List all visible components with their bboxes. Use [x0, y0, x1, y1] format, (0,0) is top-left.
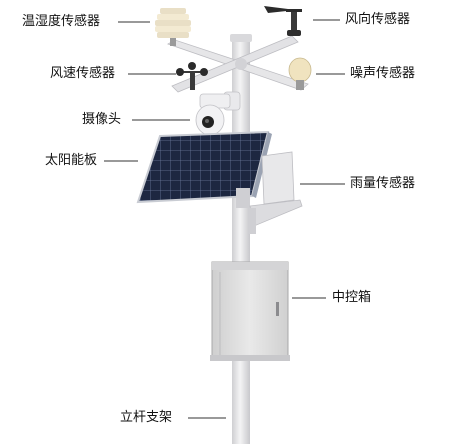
label-camera: 摄像头: [82, 112, 122, 127]
label-temp-humidity-sensor: 温湿度传感器: [22, 14, 101, 29]
wind-direction-sensor: [264, 6, 302, 36]
noise-sensor: [288, 57, 312, 90]
label-rain-sensor: 雨量传感器: [350, 176, 416, 191]
solar-panel: [136, 130, 272, 208]
leader-lines: [104, 19, 345, 419]
temp-humidity-sensor: [155, 8, 191, 46]
control-box: [210, 261, 290, 361]
label-wind-direction-sensor: 风向传感器: [345, 12, 411, 27]
label-pole: 立杆支架: [120, 410, 173, 425]
label-solar-panel: 太阳能板: [45, 153, 98, 168]
label-control-box: 中控箱: [332, 290, 372, 305]
camera: [195, 91, 241, 136]
label-wind-speed-sensor: 风速传感器: [50, 66, 116, 81]
rain-sensor: [248, 151, 303, 234]
label-noise-sensor: 噪声传感器: [350, 66, 416, 81]
wind-speed-sensor: [176, 62, 208, 90]
